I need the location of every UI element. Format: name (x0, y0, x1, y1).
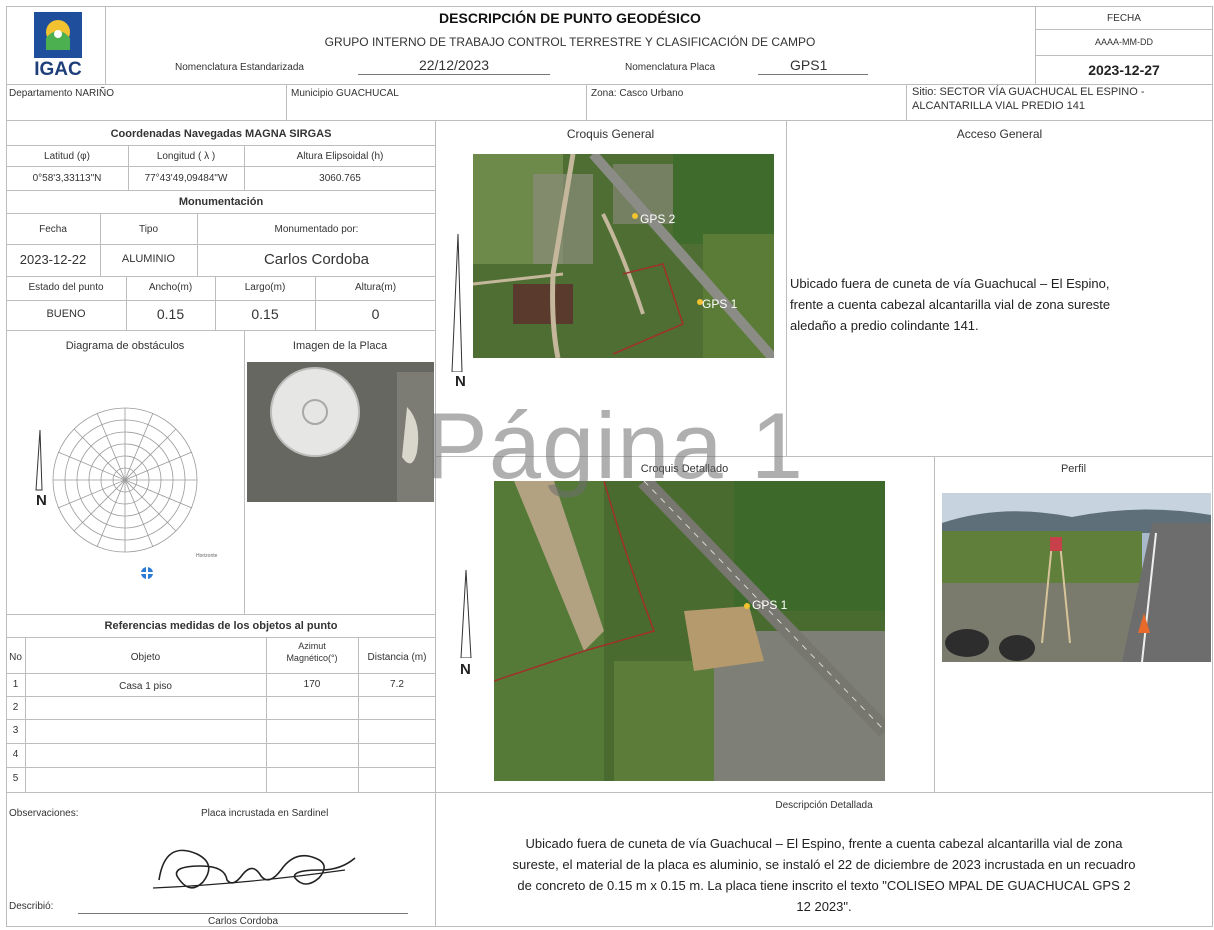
obstacle-polar-diagram: · · · · (35, 407, 198, 579)
croquis-detallado-north-arrow-icon (460, 569, 472, 658)
alt-value: 3060.765 (319, 173, 361, 184)
document-title: DESCRIPCIÓN DE PUNTO GEODÉSICO (439, 10, 701, 26)
monumentacion-title: Monumentación (178, 196, 264, 208)
ref-col-azimut-line1: Azimut (298, 641, 326, 651)
altura-value: 0 (371, 306, 380, 322)
nomenclatura-placa-label: Nomenclatura Placa (625, 62, 716, 73)
mon-tipo-label: Tipo (138, 224, 159, 235)
mon-fecha-label: Fecha (39, 224, 67, 235)
obstaculos-small-label: Horizonte (196, 553, 218, 559)
departamento: Departamento NARIÑO (9, 88, 115, 99)
table-row-no: 3 (12, 725, 19, 736)
page-watermark: Página 1 (425, 393, 805, 498)
fecha-label: FECHA (1107, 13, 1141, 24)
nomenclatura-estandarizada-value: 22/12/2023 (358, 57, 550, 75)
mon-tipo-value: ALUMINIO (121, 253, 176, 265)
igac-logo-icon (34, 12, 82, 58)
references-title: Referencias medidas de los objetos al pu… (104, 620, 338, 632)
placa-title: Imagen de la Placa (292, 340, 388, 352)
table-row-objeto: Casa 1 piso (119, 681, 172, 692)
table-row-no: 1 (12, 679, 19, 690)
acceso-general-line2: frente a cuenta cabezal alcantarilla via… (790, 297, 1111, 312)
svg-text:·: · (174, 500, 176, 506)
ancho-value: 0.15 (156, 306, 185, 322)
nomenclatura-estandarizada-label: Nomenclatura Estandarizada (175, 62, 304, 73)
descripcion-title: Descripción Detallada (775, 800, 873, 811)
describio-line (78, 913, 408, 914)
svg-text:·: · (162, 494, 164, 500)
croquis-general-north: N (455, 373, 466, 390)
estado-value: BUENO (46, 308, 86, 320)
sitio-line2: ALCANTARILLA VIAL PREDIO 141 (912, 100, 1086, 112)
mon-monumentado-label: Monumentado por: (274, 224, 359, 235)
alt-label: Altura Elipsoidal (h) (296, 151, 384, 162)
signature-image (152, 849, 356, 889)
obstaculos-north-label: N (36, 492, 47, 509)
fecha-value: 2023-12-27 (1088, 62, 1160, 78)
acceso-general-line3: aledaño a predio colindante 141. (790, 318, 979, 333)
largo-value: 0.15 (251, 306, 279, 322)
table-row-azimut: 170 (303, 679, 321, 690)
lon-label: Longitud ( λ ) (156, 151, 216, 162)
describio-label: Describió: (9, 901, 54, 912)
table-row-no: 4 (12, 749, 19, 760)
perfil-title: Perfil (1060, 463, 1087, 475)
north-arrow-icon (35, 429, 43, 491)
municipio: Municipio GUACHUCAL (291, 88, 399, 99)
observaciones-value: Placa incrustada en Sardinel (201, 808, 329, 819)
croquis-general-map (473, 154, 774, 358)
describio-value: Carlos Cordoba (207, 916, 279, 927)
sitio-line1: Sitio: SECTOR VÍA GUACHUCAL EL ESPINO - (912, 86, 1145, 98)
table-row-no: 2 (12, 702, 19, 713)
mon-fecha-value: 2023-12-22 (19, 252, 87, 267)
croquis-detallado-north: N (460, 661, 471, 678)
largo-label: Largo(m) (244, 282, 286, 293)
mon-monumentado-value: Carlos Cordoba (263, 251, 370, 268)
croquis-general-title: Croquis General (566, 127, 655, 141)
croquis-detallado-gps1-label: GPS 1 (752, 598, 788, 612)
fecha-format: AAAA-MM-DD (1095, 37, 1153, 47)
logo-text: IGAC (34, 59, 82, 80)
perfil-photo (942, 493, 1211, 662)
descripcion-line4: 12 2023". (796, 899, 852, 914)
ref-col-azimut-line2: Magnético(°) (286, 653, 338, 663)
croquis-general-gps2-label: GPS 2 (640, 212, 676, 226)
nomenclatura-placa-value: GPS1 (758, 57, 868, 75)
lat-label: Latitud (φ) (44, 151, 90, 162)
lon-value: 77°43'49,09484"W (144, 173, 228, 184)
croquis-detallado-map (494, 481, 885, 781)
igac-logo: IGAC (28, 10, 88, 80)
observaciones-label: Observaciones: (9, 808, 79, 819)
estado-label: Estado del punto (28, 282, 104, 293)
svg-text:·: · (186, 506, 188, 512)
altura-label: Altura(m) (354, 282, 397, 293)
coordinates-title: Coordenadas Navegadas MAGNA SIRGAS (110, 128, 332, 140)
document-subtitle: GRUPO INTERNO DE TRABAJO CONTROL TERREST… (324, 35, 816, 49)
plate-photo (247, 362, 434, 502)
zona: Zona: Casco Urbano (591, 88, 684, 99)
ancho-label: Ancho(m) (148, 282, 193, 293)
croquis-general-gps1-label: GPS 1 (702, 297, 738, 311)
descripcion-line1: Ubicado fuera de cuneta de vía Guachucal… (525, 836, 1123, 851)
acceso-general-title: Acceso General (956, 127, 1043, 141)
ref-col-no: No (9, 652, 22, 663)
table-row-no: 5 (12, 773, 19, 784)
descripcion-line2: sureste, el material de la placa es alum… (512, 857, 1136, 872)
descripcion-line3: de concreto de 0.15 m x 0.15 m. La placa… (517, 878, 1131, 893)
croquis-detallado-title: Croquis Detallado (640, 463, 729, 475)
croquis-general-north-arrow-icon (451, 233, 463, 372)
table-row-distancia: 7.2 (390, 679, 404, 690)
acceso-general-line1: Ubicado fuera de cuneta de vía Guachucal… (790, 276, 1110, 291)
ref-col-objeto: Objeto (130, 652, 161, 663)
svg-text:·: · (150, 488, 152, 494)
lat-value: 0°58'3,33113"N (32, 173, 102, 184)
obstaculos-title: Diagrama de obstáculos (65, 340, 185, 352)
ref-col-distancia: Distancia (m) (367, 652, 427, 663)
